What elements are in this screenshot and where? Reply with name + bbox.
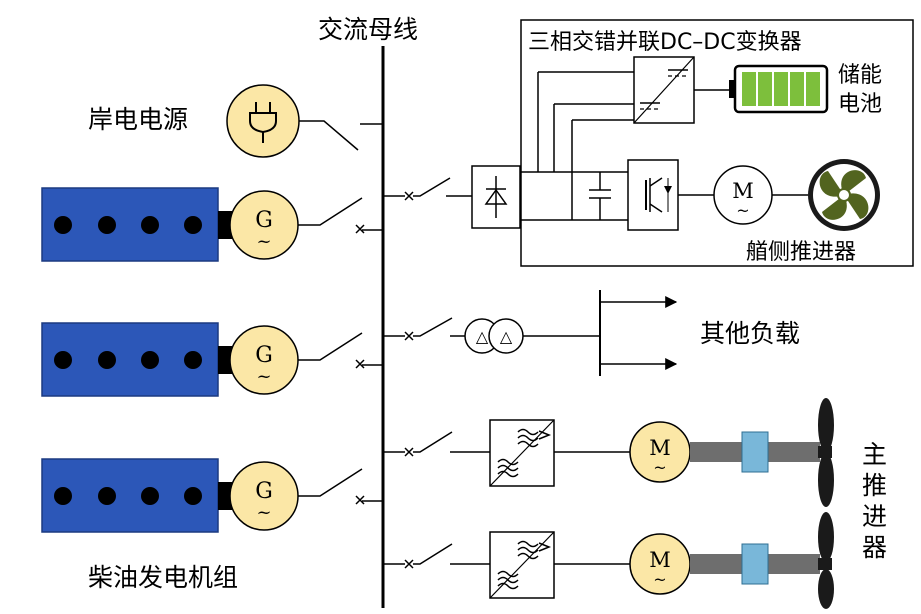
svg-text:M: M — [732, 179, 754, 203]
battery-icon — [729, 64, 829, 114]
svg-text:△: △ — [500, 327, 513, 346]
vfd-icon — [489, 419, 555, 487]
main-motor-2: M ~ — [629, 533, 691, 595]
converter-enclosure — [520, 19, 914, 267]
svg-text:~: ~ — [256, 366, 271, 387]
coupling-1 — [741, 431, 769, 473]
svg-text:~: ~ — [736, 201, 749, 220]
generator-3: G ~ — [229, 461, 299, 531]
transformer: △ △ — [464, 318, 524, 354]
generator-breakers — [298, 197, 383, 505]
svg-text:M: M — [649, 436, 671, 460]
rectifier-icon — [471, 165, 521, 229]
feeder-breakers — [383, 177, 490, 569]
diesel-engine-1 — [41, 187, 232, 262]
main-propulsion-label-1: 主 — [862, 440, 887, 469]
main-propulsion-label-2: 推 — [862, 471, 887, 500]
svg-text:M: M — [649, 548, 671, 572]
battery-label-line1: 储能 — [838, 63, 882, 88]
svg-text:G: G — [255, 343, 273, 368]
diesel-group-label: 柴油发电机组 — [88, 563, 238, 592]
svg-text:~: ~ — [256, 502, 271, 523]
main-propeller-1 — [818, 398, 834, 507]
main-propeller-2 — [818, 512, 834, 609]
bow-thruster-label: 艏侧推进器 — [746, 240, 856, 265]
main-propulsion-label-4: 器 — [862, 533, 887, 562]
diesel-engine-2 — [41, 322, 232, 397]
svg-text:~: ~ — [653, 458, 666, 477]
inverter-icon — [627, 159, 679, 231]
ac-bus-label: 交流母线 — [318, 15, 418, 44]
vfd-icon — [489, 531, 555, 599]
dc-link-wiring — [520, 71, 634, 221]
svg-text:~: ~ — [256, 231, 271, 252]
svg-text:G: G — [255, 479, 273, 504]
battery-label-line2: 电池 — [838, 92, 882, 117]
generator-2: G ~ — [229, 325, 299, 395]
svg-text:G: G — [255, 208, 273, 233]
coupling-2 — [741, 543, 769, 585]
other-loads-label: 其他负载 — [700, 319, 800, 348]
diesel-engine-3 — [41, 458, 232, 533]
plug-icon — [249, 102, 277, 143]
generator-1: G ~ — [229, 190, 299, 260]
dcdc-converter-icon — [633, 56, 695, 124]
main-propulsion-label-3: 进 — [862, 502, 887, 531]
propeller-fan-icon — [808, 159, 880, 231]
bow-thruster-motor: M ~ — [713, 165, 773, 225]
converter-box-title: 三相交错并联DC–DC变换器 — [528, 30, 802, 55]
svg-text:~: ~ — [653, 570, 666, 589]
main-motor-1: M ~ — [629, 421, 691, 483]
shore-power-source — [226, 84, 300, 158]
svg-text:△: △ — [476, 327, 489, 346]
shore-power-label: 岸电电源 — [88, 105, 188, 134]
shore-power-switch-line — [299, 120, 359, 151]
